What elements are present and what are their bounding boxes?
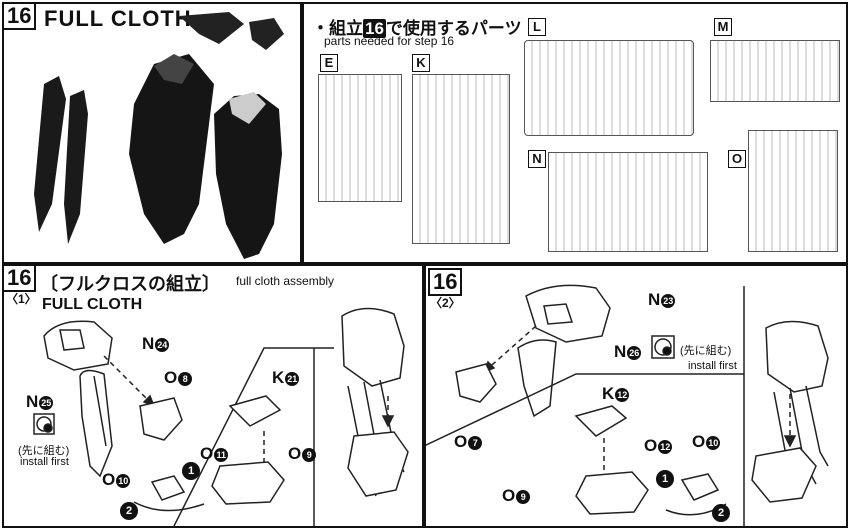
- full-cloth-illustration: [34, 12, 284, 259]
- sub-step: 〈1〉: [6, 292, 37, 306]
- runner-n: [548, 152, 708, 252]
- runner-k: [412, 74, 510, 244]
- step-marker-2: 2: [120, 502, 138, 520]
- step-marker-1: 1: [182, 462, 200, 480]
- sub-step: 〈2〉: [430, 296, 461, 310]
- step-number: 16: [2, 264, 37, 292]
- part-letter: N: [614, 342, 627, 361]
- full-cloth-overview-panel: 16 FULL CLOTH: [2, 2, 302, 264]
- assembly-diagram-2: [426, 284, 829, 526]
- part-letter: O: [454, 432, 468, 451]
- parts-header-prefix: ・組立: [312, 19, 363, 38]
- part-letter: O: [164, 368, 178, 387]
- runner-label-n: N: [528, 150, 546, 168]
- step-marker-1: 1: [656, 470, 674, 488]
- part-number: 21: [285, 371, 300, 386]
- install-first-en: install first: [20, 456, 69, 468]
- part-number: 8: [178, 371, 193, 386]
- part-letter: N: [142, 334, 155, 353]
- runner-l: [524, 40, 694, 136]
- assembly-title-en-small: full cloth assembly: [236, 274, 335, 288]
- part-number: 11: [214, 447, 229, 462]
- part-letter: N: [26, 392, 39, 411]
- part-number: 9: [302, 447, 317, 462]
- parts-header-step: 16: [363, 19, 386, 38]
- install-first-jp: (先に組む): [18, 445, 70, 457]
- panel-title: FULL CLOTH: [44, 6, 192, 31]
- step-number: 16: [428, 268, 463, 296]
- step-number: 16: [2, 2, 37, 30]
- part-number: 9: [516, 489, 531, 504]
- part-number: 23: [661, 293, 676, 308]
- part-letter: K: [602, 384, 615, 403]
- runner-o: [748, 130, 838, 252]
- runner-label-l: L: [528, 18, 546, 36]
- part-number: 24: [155, 337, 170, 352]
- part-number: 12: [658, 439, 673, 454]
- parts-header-en: parts needed for step 16: [324, 34, 455, 48]
- part-number: 12: [615, 387, 630, 402]
- part-number: 26: [627, 345, 642, 360]
- part-letter: O: [644, 436, 658, 455]
- install-first-jp: (先に組む): [680, 345, 732, 357]
- part-letter: N: [648, 290, 661, 309]
- part-letter: O: [692, 432, 706, 451]
- runner-m: [710, 40, 840, 102]
- parts-header-suffix: で使用するパーツ: [385, 19, 522, 38]
- part-letter: O: [288, 444, 302, 463]
- assembly-title-en: FULL CLOTH: [42, 296, 143, 313]
- part-letter: O: [502, 486, 516, 505]
- runner-label-e: E: [320, 54, 338, 72]
- runner-e: [318, 74, 402, 202]
- part-number: 10: [116, 473, 131, 488]
- runner-label-k: K: [412, 54, 430, 72]
- runner-label-o: O: [728, 150, 746, 168]
- step-marker-2: 2: [712, 504, 730, 522]
- part-letter: O: [102, 470, 116, 489]
- assembly-step-1-panel: 16 〈1〉 〔フルクロスの組立〕 full cloth assembly FU…: [2, 264, 424, 528]
- runner-label-m: M: [714, 18, 732, 36]
- part-number: 7: [468, 435, 483, 450]
- part-letter: O: [200, 444, 214, 463]
- part-number: 10: [706, 435, 721, 450]
- assembly-title-jp: 〔フルクロスの組立〕: [40, 274, 220, 294]
- assembly-diagram-1: [33, 307, 409, 526]
- part-letter: K: [272, 368, 285, 387]
- install-first-en: install first: [688, 360, 737, 372]
- part-number: 25: [39, 395, 54, 410]
